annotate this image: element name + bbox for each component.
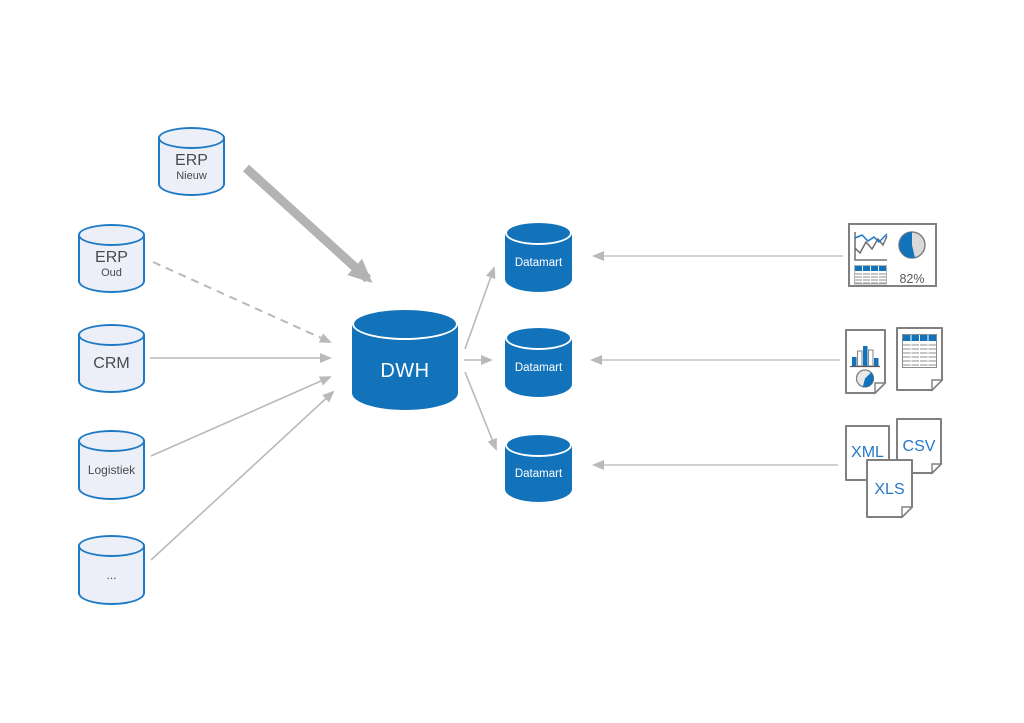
table-document-icon — [896, 327, 944, 392]
cylinder-cap — [505, 433, 572, 457]
xls-file-icon: XLS — [866, 459, 914, 519]
datamart-1-cylinder: Datamart — [505, 221, 572, 292]
arrow-other-source-to-dwh — [150, 390, 335, 561]
cylinder-cap — [78, 324, 145, 346]
datamart-3-cylinder: Datamart — [505, 433, 572, 502]
cylinder-cap — [505, 326, 572, 350]
folded-corner-icon — [931, 379, 944, 392]
line-chart-icon — [854, 232, 888, 261]
chart-document-icon — [845, 329, 887, 395]
source-logistiek-cylinder: Logistiek — [78, 430, 145, 500]
datamart-2-cylinder: Datamart — [505, 326, 572, 397]
arrow-dwh-to-datamart-1 — [464, 266, 496, 350]
source-erp-nieuw-cylinder: ERP Nieuw — [158, 127, 225, 196]
pie-chart-icon — [855, 369, 875, 388]
arrow-erp-nieuw-to-dwh — [242, 164, 373, 284]
cylinder-cap — [78, 430, 145, 452]
cylinder-cap — [505, 221, 572, 245]
xml-file-label: XML — [851, 444, 884, 461]
table-icon — [902, 334, 937, 368]
cylinder-cap — [352, 308, 458, 340]
pie-chart-icon — [898, 231, 926, 259]
dwh-cylinder: DWH — [352, 308, 458, 410]
arrow-erp-oud-to-dwh-dashed — [152, 261, 332, 343]
arrow-dwh-to-datamart-3 — [464, 371, 497, 451]
source-erp-oud-cylinder: ERP Oud — [78, 224, 145, 293]
source-other-cylinder: ... — [78, 535, 145, 605]
folded-corner-icon — [901, 506, 914, 519]
source-crm-cylinder: CRM — [78, 324, 145, 393]
dashboard-percentage-label: 82% — [899, 272, 924, 286]
cylinder-cap — [78, 224, 145, 246]
cylinder-cap — [78, 535, 145, 557]
table-icon — [854, 265, 887, 285]
arrow-logistiek-to-dwh — [150, 376, 332, 457]
csv-file-label: CSV — [903, 438, 936, 455]
folded-corner-icon — [931, 463, 943, 475]
bar-chart-icon — [850, 346, 880, 368]
cylinder-body — [78, 546, 145, 605]
folded-corner-icon — [874, 382, 887, 395]
cylinder-cap — [158, 127, 225, 149]
dashboard-report-icon: 82% — [848, 223, 937, 287]
xls-file-label: XLS — [874, 481, 904, 498]
